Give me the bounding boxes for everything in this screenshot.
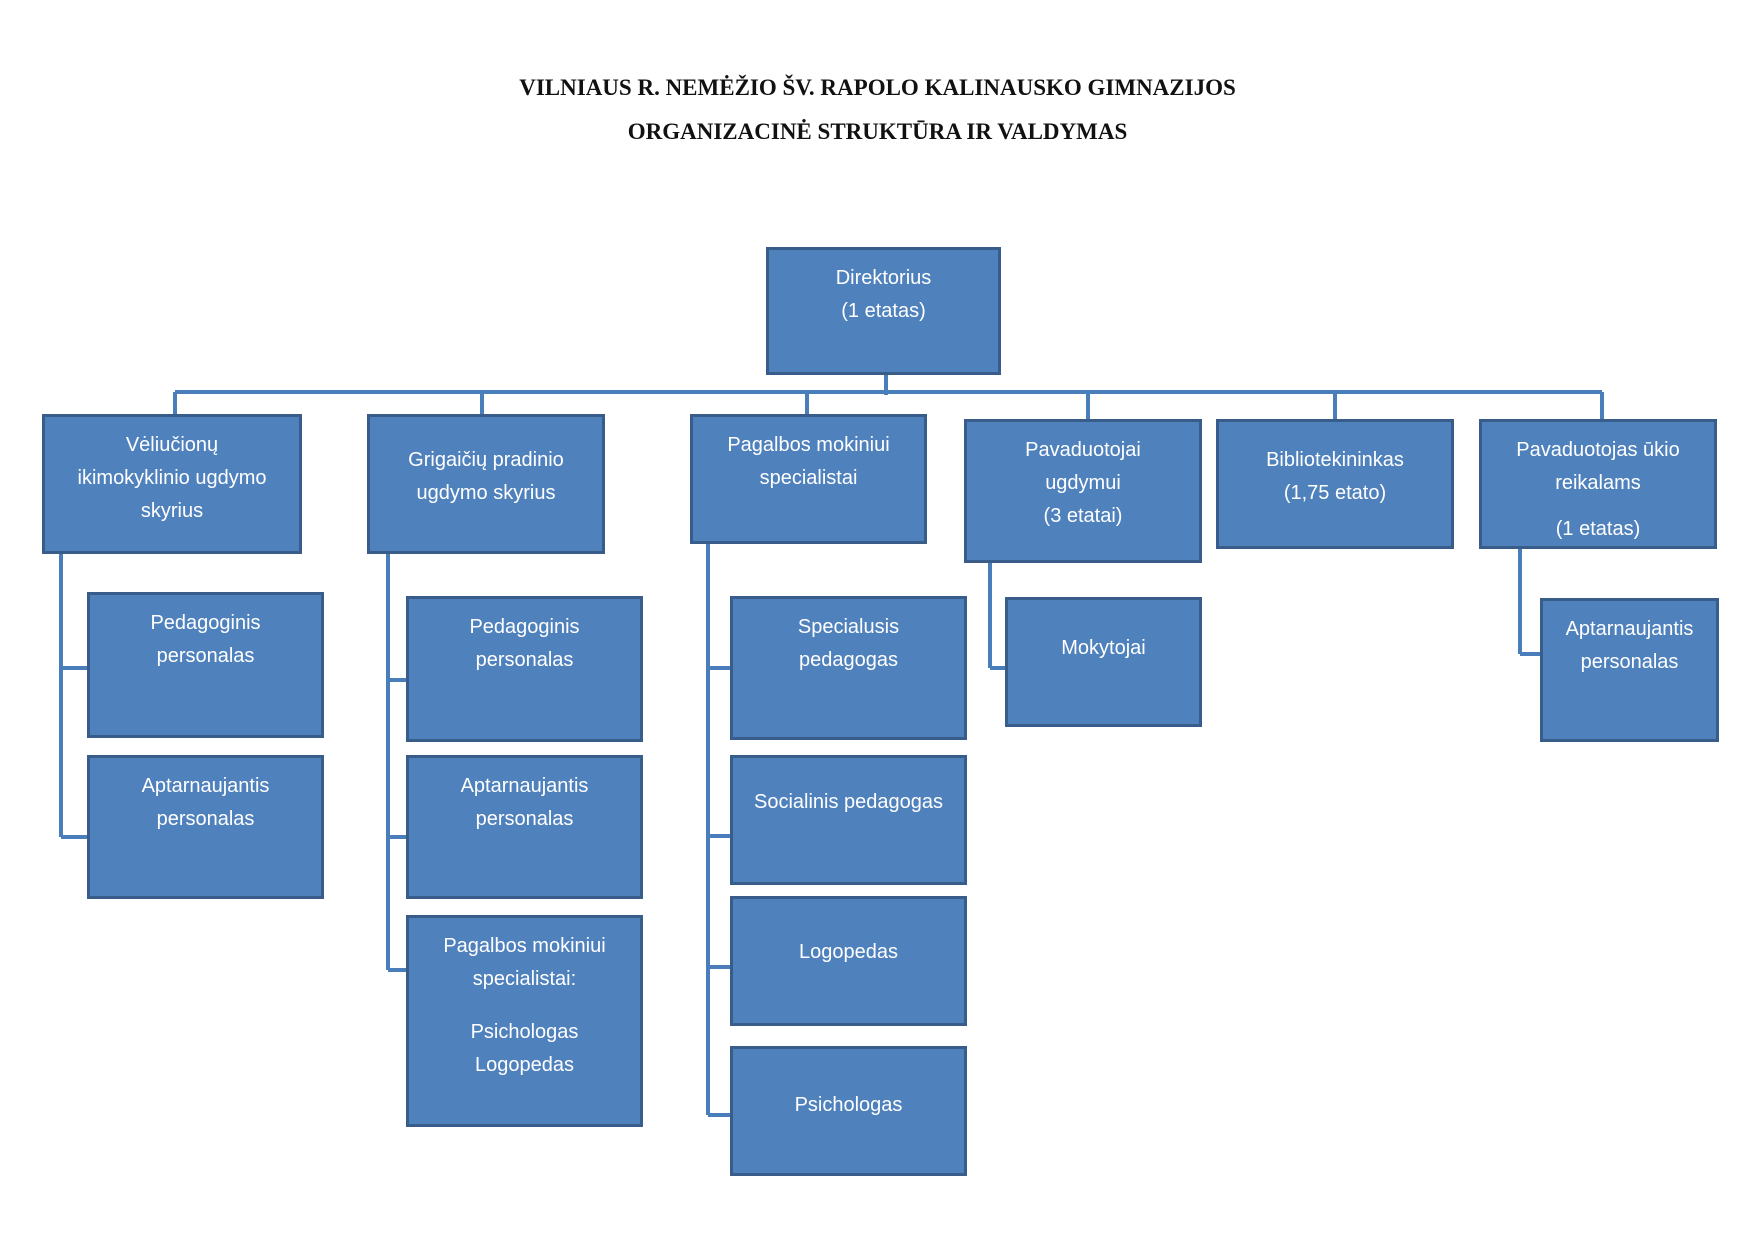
box-label-line: Specialusis xyxy=(797,616,900,638)
box-label-line: Psichologas xyxy=(470,1021,579,1043)
box-label-line: personalas xyxy=(475,808,574,830)
social-pedagogue-box: Socialinis pedagogas xyxy=(730,755,967,885)
box-label-line: Pedagoginis xyxy=(469,616,580,638)
grigaiciu-pedagogical-staff-box: Pedagoginis personalas xyxy=(406,596,643,742)
box-label-line: Vėliučionų xyxy=(125,434,219,456)
box-label-line: personalas xyxy=(1580,651,1679,673)
teachers-box: Mokytojai xyxy=(1005,597,1202,727)
box-label-line: ugdymo skyrius xyxy=(416,482,556,504)
box-label-line: (1,75 etato) xyxy=(1283,482,1387,504)
box-label-line: Aptarnaujantis xyxy=(1565,618,1694,640)
box-label-line: (1 etatas) xyxy=(841,300,926,322)
box-label-line: (3 etatai) xyxy=(1043,505,1123,527)
page-title-line-2: ORGANIZACINĖ STRUKTŪRA IR VALDYMAS xyxy=(627,119,1128,144)
dept-veliucionu-preschool-box: Vėliučionų ikimokyklinio ugdymo skyrius xyxy=(42,414,302,554)
box-label-line: Psichologas xyxy=(794,1094,903,1116)
dept-deputy-education-box: Pavaduotojai ugdymui (3 etatai) xyxy=(964,419,1202,563)
box-label-line: skyrius xyxy=(140,500,204,522)
box-label-line: specialistai xyxy=(759,467,858,489)
box-label-line: Logopedas xyxy=(475,1054,574,1076)
box-label-line: pedagogas xyxy=(799,649,898,671)
box-label-line: Bibliotekininkas xyxy=(1266,449,1404,471)
box-label-line: Logopedas xyxy=(799,941,898,963)
box-label-line: reikalams xyxy=(1555,472,1641,494)
box-label-line: Mokytojai xyxy=(1061,637,1146,659)
box-label-line: Pedagoginis xyxy=(150,612,261,634)
box-label-line: Socialinis pedagogas xyxy=(753,791,944,813)
speech-therapist-box: Logopedas xyxy=(730,896,967,1026)
dept-grigaiciu-primary-box: Grigaičių pradinio ugdymo skyrius xyxy=(367,414,605,554)
director-box: Direktorius (1 etatas) xyxy=(766,247,1001,375)
box-label-line: Direktorius xyxy=(835,267,932,289)
box-label-line: Pagalbos mokiniui xyxy=(443,935,606,957)
dept-student-support-box: Pagalbos mokiniui specialistai xyxy=(690,414,927,544)
box-label-line: (1 etatas) xyxy=(1555,518,1641,540)
box-label-line: personalas xyxy=(475,649,574,671)
facilities-service-staff-box: Aptarnaujantis personalas xyxy=(1540,598,1719,742)
box-label-line: Grigaičių pradinio xyxy=(408,449,564,471)
dept-deputy-facilities-box: Pavaduotojas ūkio reikalams (1 etatas) xyxy=(1479,419,1717,549)
veliucionu-service-staff-box: Aptarnaujantis personalas xyxy=(87,755,324,899)
dept-librarian-box: Bibliotekininkas (1,75 etato) xyxy=(1216,419,1454,549)
box-label-line: Aptarnaujantis xyxy=(141,775,270,797)
grigaiciu-service-staff-box: Aptarnaujantis personalas xyxy=(406,755,643,899)
label-spacer xyxy=(409,996,640,1016)
box-label-line: Pavaduotojas ūkio xyxy=(1516,439,1680,461)
box-label-line: ugdymui xyxy=(1045,472,1121,494)
label-spacer xyxy=(1482,500,1714,513)
box-label-line: Pavaduotojai xyxy=(1025,439,1141,461)
grigaiciu-support-specialists-box: Pagalbos mokiniui specialistai: Psichologa… xyxy=(406,915,643,1127)
special-pedagogue-box: Specialusis pedagogas xyxy=(730,596,967,740)
veliucionu-pedagogical-staff-box: Pedagoginis personalas xyxy=(87,592,324,738)
box-label-line: Pagalbos mokiniui xyxy=(727,434,890,456)
page-title-line-1: VILNIAUS R. NEMĖŽIO ŠV. RAPOLO KALINAUSK… xyxy=(519,75,1236,100)
box-label-line: personalas xyxy=(156,645,255,667)
box-label-line: Aptarnaujantis xyxy=(460,775,589,797)
box-label-line: specialistai: xyxy=(472,968,577,990)
psychologist-box: Psichologas xyxy=(730,1046,967,1176)
box-label-line: ikimokyklinio ugdymo xyxy=(77,467,267,489)
box-label-line: personalas xyxy=(156,808,255,830)
